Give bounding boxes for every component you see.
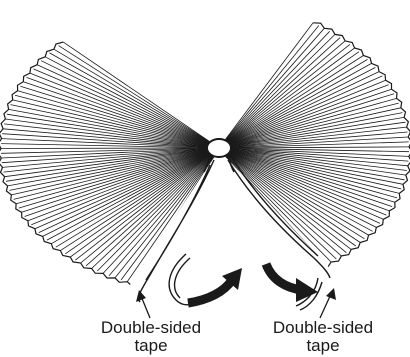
- label-left-line1: Double-sided: [84, 319, 218, 337]
- fan-hub: [207, 139, 231, 157]
- pleat-line: [219, 59, 368, 148]
- pleat-line: [219, 34, 335, 148]
- label-right-line2: tape: [256, 337, 390, 355]
- double-sided-tape-label-right: Double-sided tape: [256, 319, 390, 355]
- pleat-line: [23, 82, 219, 148]
- pleat-line: [33, 69, 219, 148]
- double-sided-tape-label-left: Double-sided tape: [84, 319, 218, 355]
- label-right-line1: Double-sided: [256, 319, 390, 337]
- pleat-line: [219, 76, 382, 148]
- pleat-line: [1, 148, 219, 149]
- label-left-line2: tape: [84, 337, 218, 355]
- pleat-line: [219, 68, 375, 149]
- pleat-line: [50, 53, 220, 148]
- right-pointer-line: [320, 294, 331, 318]
- pleat-line: [15, 95, 219, 148]
- right-pointer-head: [326, 288, 336, 300]
